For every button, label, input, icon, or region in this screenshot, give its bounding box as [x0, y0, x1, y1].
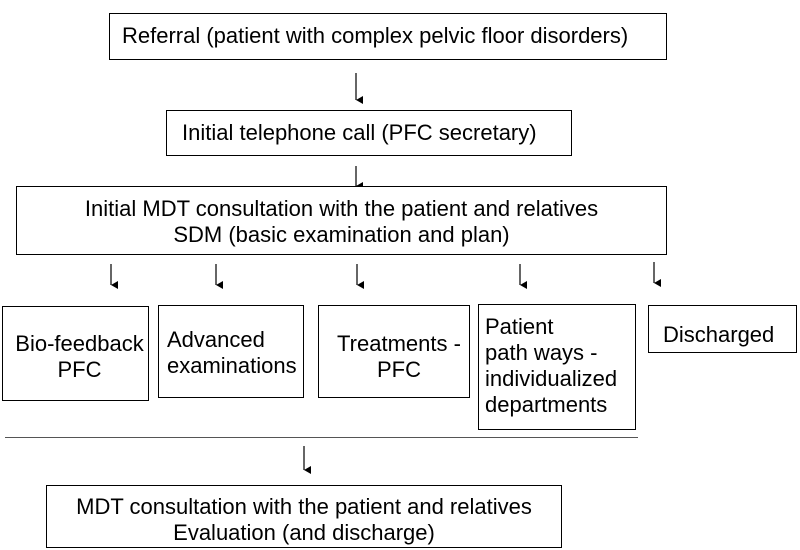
patient-pathways-line-1: Patient: [485, 314, 554, 339]
treatments-line-1: Treatments -: [337, 331, 461, 356]
referral-text: Referral (patient with complex pelvic fl…: [122, 23, 629, 48]
referral-box: Referral (patient with complex pelvic fl…: [109, 13, 667, 60]
discharged-box: Discharged: [648, 305, 797, 353]
treatments-box: Treatments - PFC: [318, 305, 470, 398]
initial-mdt-consultation-box: Initial MDT consultation with the patien…: [16, 186, 667, 255]
separator-line: [5, 437, 638, 438]
biofeedback-box: Bio-feedback PFC: [2, 306, 149, 401]
biofeedback-line-2: PFC: [57, 357, 102, 382]
patient-pathways-line-2: path ways -: [485, 340, 598, 365]
telephone-call-text: Initial telephone call (PFC secretary): [182, 120, 537, 145]
patient-pathways-line-4: departments: [485, 392, 608, 417]
final-mdt-consultation-box: MDT consultation with the patient and re…: [46, 485, 562, 548]
initial-mdt-line-2: SDM (basic examination and plan): [173, 222, 510, 247]
discharged-text: Discharged: [663, 322, 775, 347]
patient-pathways-box: Patient path ways - individualized depar…: [478, 304, 636, 430]
advanced-examinations-box: Advanced examinations: [158, 305, 304, 398]
patient-pathways-line-3: individualized: [485, 366, 618, 391]
final-mdt-line-1: MDT consultation with the patient and re…: [76, 494, 532, 519]
biofeedback-line-1: Bio-feedback: [15, 331, 144, 356]
final-mdt-line-2: Evaluation (and discharge): [173, 520, 435, 545]
advanced-examinations-line-1: Advanced: [167, 327, 265, 352]
initial-mdt-line-1: Initial MDT consultation with the patien…: [84, 196, 599, 221]
telephone-call-box: Initial telephone call (PFC secretary): [166, 110, 572, 156]
treatments-line-2: PFC: [377, 357, 421, 382]
advanced-examinations-line-2: examinations: [167, 353, 297, 378]
